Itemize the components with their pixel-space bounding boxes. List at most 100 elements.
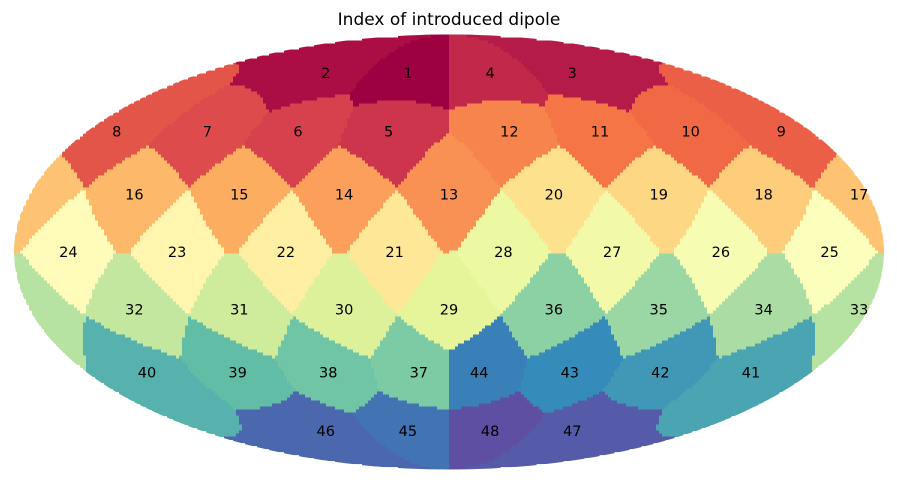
tile-cell-17 bbox=[854, 223, 882, 228]
tile-label-37: 37 bbox=[410, 365, 428, 381]
tile-cell-45 bbox=[419, 463, 450, 468]
tile-cell-12 bbox=[491, 175, 516, 180]
tile-cell-36 bbox=[503, 319, 600, 324]
tile-cell-16 bbox=[89, 202, 174, 207]
tile-cell-16 bbox=[95, 217, 159, 222]
tile-cell-43 bbox=[563, 340, 618, 345]
tile-cell-33 bbox=[857, 274, 882, 279]
tile-cell-25 bbox=[809, 199, 831, 204]
tile-cell-37 bbox=[389, 394, 450, 399]
tile-cell-22 bbox=[290, 310, 294, 315]
tile-cell-25 bbox=[800, 223, 855, 228]
tile-cell-31 bbox=[218, 331, 288, 336]
tile-cell-15 bbox=[206, 223, 261, 228]
tile-cell-6 bbox=[281, 175, 306, 180]
tile-cell-22 bbox=[290, 190, 294, 195]
tile-cell-29 bbox=[407, 322, 492, 327]
tile-cell-45 bbox=[371, 433, 450, 438]
tile-cell-25 bbox=[803, 283, 849, 288]
tile-cell-33 bbox=[812, 358, 828, 363]
tile-cell-12 bbox=[476, 157, 537, 162]
tile-cell-14 bbox=[320, 229, 363, 234]
tile-cell-13 bbox=[422, 157, 477, 162]
tile-cell-36 bbox=[503, 310, 606, 315]
tile-cell-10 bbox=[653, 85, 675, 90]
tile-cell-8 bbox=[233, 61, 237, 66]
tile-cell-46 bbox=[419, 470, 441, 474]
tile-cell-21 bbox=[383, 202, 408, 207]
tile-cell-21 bbox=[353, 259, 438, 264]
tile-cell-45 bbox=[374, 436, 450, 441]
tile-cell-18 bbox=[728, 205, 807, 210]
tile-cell-21 bbox=[377, 211, 414, 216]
tile-cell-25 bbox=[806, 208, 840, 213]
tile-cell-24 bbox=[32, 235, 108, 240]
tile-cell-31 bbox=[206, 325, 288, 330]
tile-cell-32 bbox=[89, 316, 189, 321]
tile-cell-34 bbox=[713, 331, 783, 336]
tile-cell-17 bbox=[44, 169, 75, 174]
tile-cell-15 bbox=[209, 226, 258, 231]
tile-cell-17 bbox=[812, 187, 867, 192]
tile-cell-37 bbox=[392, 322, 408, 327]
tile-cell-28 bbox=[461, 241, 546, 246]
tile-cell-48 bbox=[479, 403, 534, 408]
tile-cell-33 bbox=[872, 256, 884, 261]
tile-cell-27 bbox=[593, 292, 627, 297]
tile-cell-22 bbox=[263, 220, 315, 225]
tile-cell-41 bbox=[755, 343, 816, 348]
tile-cell-42 bbox=[641, 349, 717, 354]
tile-cell-48 bbox=[461, 406, 540, 411]
tile-cell-21 bbox=[359, 265, 432, 270]
tile-cell-39 bbox=[185, 331, 219, 336]
tile-cell-26 bbox=[692, 280, 744, 285]
tile-cell-3 bbox=[581, 97, 636, 102]
tile-cell-33 bbox=[50, 337, 84, 342]
tile-cell-4 bbox=[449, 76, 537, 81]
tile-cell-6 bbox=[278, 172, 309, 177]
tile-cell-2 bbox=[233, 79, 360, 84]
tile-cell-22 bbox=[266, 214, 309, 219]
tile-cell-30 bbox=[323, 334, 387, 339]
tile-cell-29 bbox=[413, 292, 486, 297]
tile-cell-31 bbox=[212, 328, 288, 333]
tile-cell-9 bbox=[761, 151, 837, 156]
tile-cell-27 bbox=[596, 298, 621, 303]
tile-cell-18 bbox=[710, 184, 810, 189]
tile-cell-37 bbox=[398, 397, 450, 402]
tile-cell-41 bbox=[707, 370, 813, 375]
tile-cell-31 bbox=[224, 334, 285, 339]
tile-cell-16 bbox=[101, 226, 150, 231]
tile-cell-24 bbox=[50, 217, 96, 222]
tile-cell-22 bbox=[242, 244, 330, 249]
tile-cell-18 bbox=[758, 238, 792, 243]
tile-cell-26 bbox=[680, 262, 759, 267]
tile-cell-7 bbox=[152, 139, 246, 144]
tile-cell-8 bbox=[104, 118, 177, 123]
tile-cell-48 bbox=[515, 391, 522, 396]
tile-cell-37 bbox=[371, 361, 450, 366]
tile-cell-28 bbox=[470, 271, 537, 276]
tile-cell-13 bbox=[419, 160, 480, 165]
tile-cell-22 bbox=[272, 292, 306, 297]
tile-cell-42 bbox=[617, 400, 672, 405]
tile-cell-17 bbox=[14, 250, 21, 255]
tile-cell-33 bbox=[23, 292, 60, 297]
tile-cell-44 bbox=[449, 397, 501, 402]
tile-cell-46 bbox=[269, 448, 390, 453]
tile-cell-48 bbox=[449, 421, 540, 426]
tile-cell-8 bbox=[71, 166, 114, 171]
tile-cell-35 bbox=[611, 331, 681, 336]
tile-cell-3 bbox=[503, 49, 615, 54]
tile-cell-17 bbox=[20, 217, 51, 222]
tile-cell-39 bbox=[188, 319, 198, 324]
tile-cell-17 bbox=[20, 214, 54, 219]
tile-cell-26 bbox=[707, 307, 717, 312]
tile-cell-33 bbox=[29, 307, 78, 312]
tile-cell-10 bbox=[635, 97, 696, 102]
tile-cell-15 bbox=[194, 199, 282, 204]
tile-cell-3 bbox=[596, 100, 636, 105]
tile-cell-47 bbox=[479, 463, 537, 468]
tile-cell-28 bbox=[458, 247, 549, 252]
tile-cell-44 bbox=[455, 346, 522, 351]
